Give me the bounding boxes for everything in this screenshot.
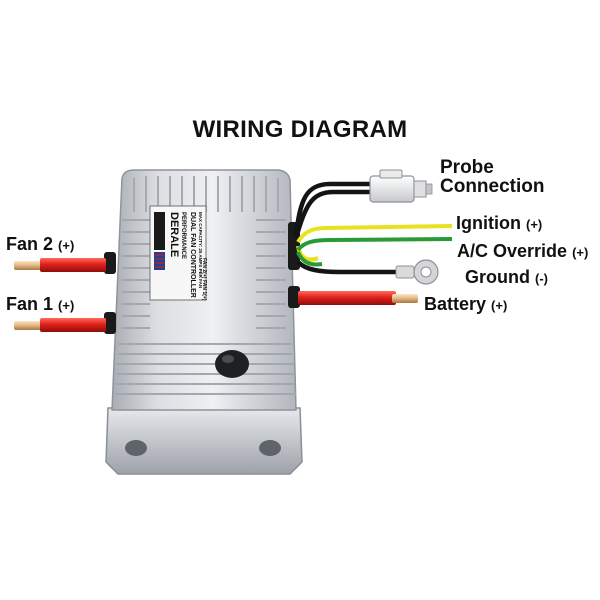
probe-label-line1: Probe: [440, 157, 494, 178]
grommet-right-lower: [288, 286, 300, 308]
grommet-fan2: [104, 252, 116, 274]
ac-override-label-text: A/C Override: [457, 241, 568, 261]
fan1-wire: [14, 318, 106, 332]
sticker-fan1-tag: FAN 1(+): [201, 280, 207, 301]
probe-connector: [369, 169, 433, 203]
battery-label: Battery (+): [424, 294, 507, 315]
ground-wire: [296, 259, 439, 285]
fan1-label: Fan 1 (+): [6, 294, 74, 315]
grommet-fan1: [104, 312, 116, 334]
diagram-title: WIRING DIAGRAM: [192, 116, 408, 143]
mount-hole-left: [125, 440, 147, 456]
ignition-wire: [296, 224, 453, 262]
fan1-polarity: (+): [58, 298, 75, 313]
product-sticker: DERALE PERFORMANCE DUAL FAN CONTROLLER M…: [149, 205, 207, 301]
ground-label-text: Ground: [465, 267, 530, 287]
sticker-product: DUAL FAN CONTROLLER: [189, 212, 196, 298]
ac-override-label: A/C Override (+): [457, 241, 588, 262]
sticker-fan2-tag: FAN 2(+): [201, 258, 207, 279]
ac-override-wire: [296, 237, 453, 267]
fan1-label-text: Fan 1: [6, 294, 54, 314]
probe-wire: [293, 181, 372, 239]
battery-polarity: (+): [491, 298, 508, 313]
usa-flag-icon: [154, 252, 165, 270]
battery-wire: [298, 291, 418, 305]
adjust-knob: [215, 350, 249, 378]
fan2-label-text: Fan 2: [6, 234, 54, 254]
battery-label-text: Battery: [424, 294, 487, 314]
sticker-capacity: MAX CAPACITY: 25 AMPS PER FAN: [198, 212, 203, 288]
ignition-label: Ignition (+): [456, 213, 542, 234]
ground-polarity: (-): [535, 271, 549, 286]
sticker-brand-sub: PERFORMANCE: [180, 212, 186, 259]
probe-label-line2: Connection: [440, 176, 545, 197]
ignition-polarity: (+): [526, 217, 543, 232]
ignition-label-text: Ignition: [456, 213, 521, 233]
ac-override-polarity: (+): [572, 245, 589, 260]
fan2-label: Fan 2 (+): [6, 234, 74, 255]
fan2-polarity: (+): [58, 238, 75, 253]
fan2-wire: [14, 258, 106, 272]
sticker-brand: DERALE: [168, 212, 180, 257]
ground-label: Ground (-): [465, 267, 548, 288]
probe-connection-label: Probe Connection: [440, 158, 545, 196]
mount-hole-right: [259, 440, 281, 456]
